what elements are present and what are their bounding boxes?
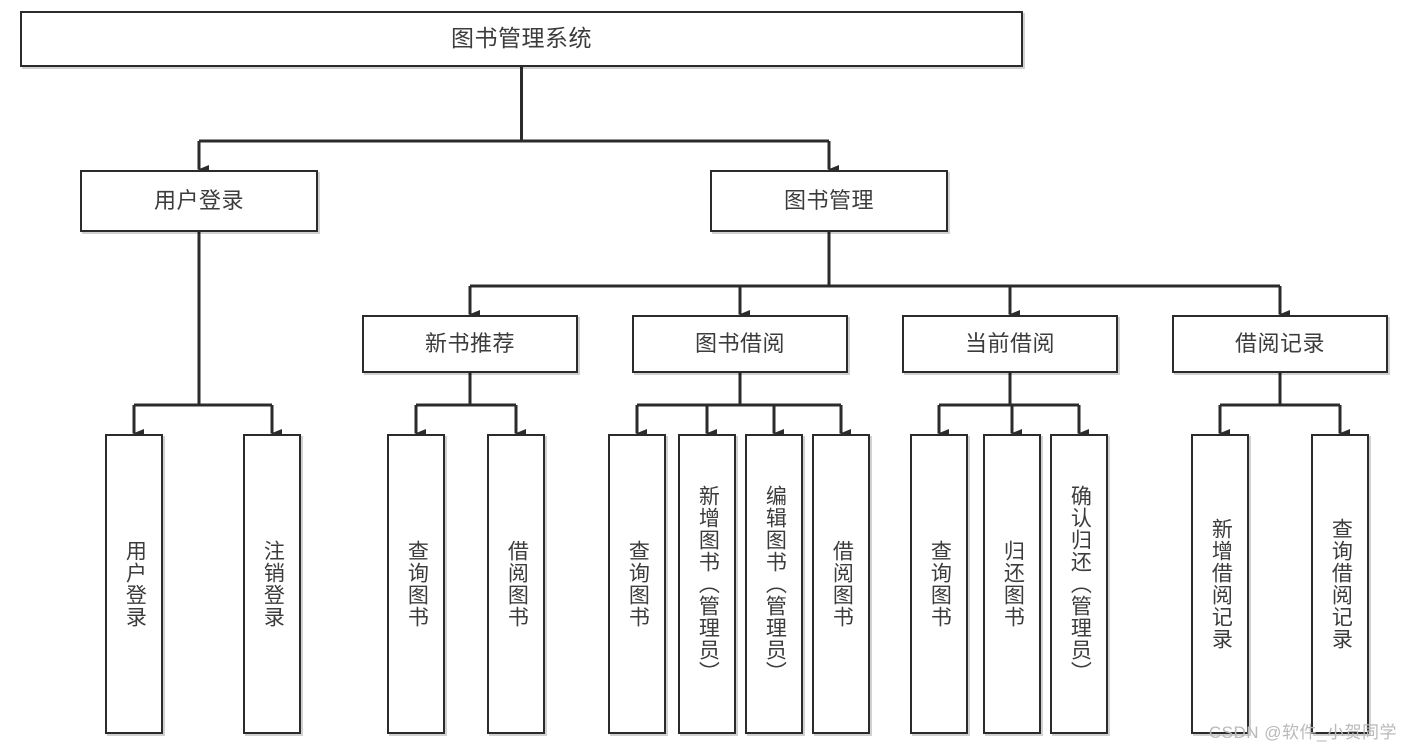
node-label: 归还图书 bbox=[1001, 540, 1025, 628]
node-leaf-confirm-return[interactable]: 确认归还（管理员） bbox=[1050, 434, 1108, 734]
node-label: 新书推荐 bbox=[424, 330, 515, 356]
node-leaf-user-login[interactable]: 用户登录 bbox=[105, 434, 163, 734]
node-current-borrow[interactable]: 当前借阅 bbox=[902, 315, 1118, 373]
node-new-book-rec[interactable]: 新书推荐 bbox=[362, 315, 578, 373]
node-label: 查询图书 bbox=[928, 540, 952, 628]
node-label: 编辑图书（管理员） bbox=[763, 485, 787, 683]
node-leaf-query-book-1[interactable]: 查询图书 bbox=[387, 434, 445, 734]
node-leaf-query-record[interactable]: 查询借阅记录 bbox=[1311, 434, 1369, 734]
edges-group bbox=[132, 67, 1350, 438]
node-leaf-return-book[interactable]: 归还图书 bbox=[983, 434, 1041, 734]
node-book-manage[interactable]: 图书管理 bbox=[710, 170, 948, 232]
node-label: 用户登录 bbox=[123, 540, 147, 628]
node-borrow-record[interactable]: 借阅记录 bbox=[1172, 315, 1388, 373]
node-label: 注销登录 bbox=[261, 540, 285, 628]
node-leaf-query-book-3[interactable]: 查询图书 bbox=[910, 434, 968, 734]
node-leaf-borrow-book-2[interactable]: 借阅图书 bbox=[812, 434, 870, 734]
node-user-login[interactable]: 用户登录 bbox=[80, 170, 318, 232]
node-book-borrow[interactable]: 图书借阅 bbox=[632, 315, 848, 373]
node-label: 确认归还（管理员） bbox=[1068, 485, 1092, 683]
node-leaf-borrow-book-1[interactable]: 借阅图书 bbox=[487, 434, 545, 734]
node-label: 借阅图书 bbox=[505, 540, 529, 628]
node-root[interactable]: 图书管理系统 bbox=[20, 11, 1023, 67]
node-label: 查询图书 bbox=[626, 540, 650, 628]
node-leaf-edit-book[interactable]: 编辑图书（管理员） bbox=[745, 434, 803, 734]
node-leaf-add-record[interactable]: 新增借阅记录 bbox=[1191, 434, 1249, 734]
node-leaf-add-book[interactable]: 新增图书（管理员） bbox=[678, 434, 736, 734]
csdn-watermark: CSDN @软件_小贺同学 bbox=[1208, 723, 1397, 742]
node-label: 图书管理系统 bbox=[451, 25, 592, 52]
node-label: 查询图书 bbox=[405, 540, 429, 628]
node-label: 查询借阅记录 bbox=[1329, 518, 1353, 650]
node-label: 图书管理 bbox=[783, 187, 874, 213]
node-label: 用户登录 bbox=[153, 187, 244, 213]
node-leaf-query-book-2[interactable]: 查询图书 bbox=[608, 434, 666, 734]
node-label: 新增图书（管理员） bbox=[696, 485, 720, 683]
node-leaf-logout[interactable]: 注销登录 bbox=[243, 434, 301, 734]
node-label: 借阅记录 bbox=[1234, 330, 1325, 356]
node-label: 当前借阅 bbox=[964, 330, 1055, 356]
node-label: 借阅图书 bbox=[830, 540, 854, 628]
node-label: 图书借阅 bbox=[694, 330, 785, 356]
node-label: 新增借阅记录 bbox=[1209, 518, 1233, 650]
